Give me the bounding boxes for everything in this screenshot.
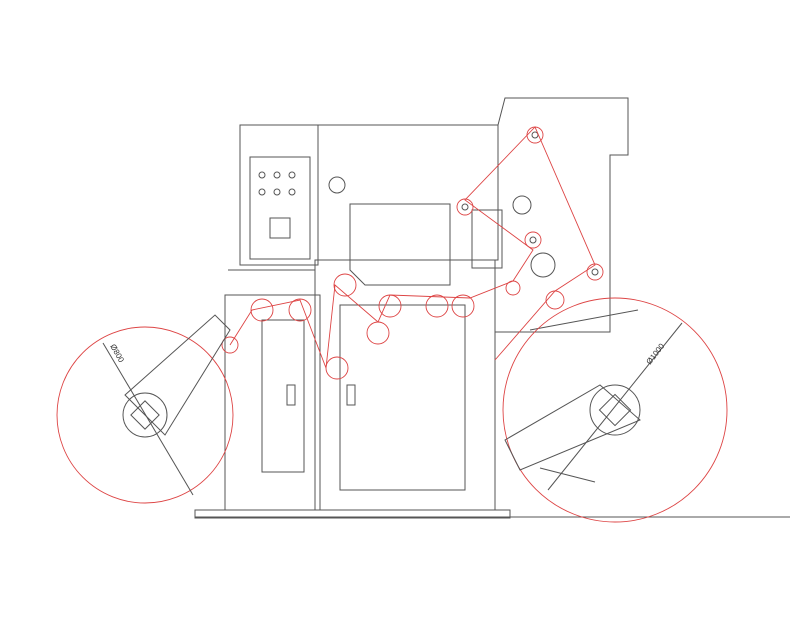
panel-buttons (258, 171, 556, 278)
unwind-roll: Ø800 (56, 314, 234, 504)
unwind-diameter-label: Ø800 (108, 343, 126, 365)
rewind-diameter-label: Ø1000 (644, 341, 666, 366)
web-path (229, 126, 596, 369)
base-frame (194, 97, 790, 519)
